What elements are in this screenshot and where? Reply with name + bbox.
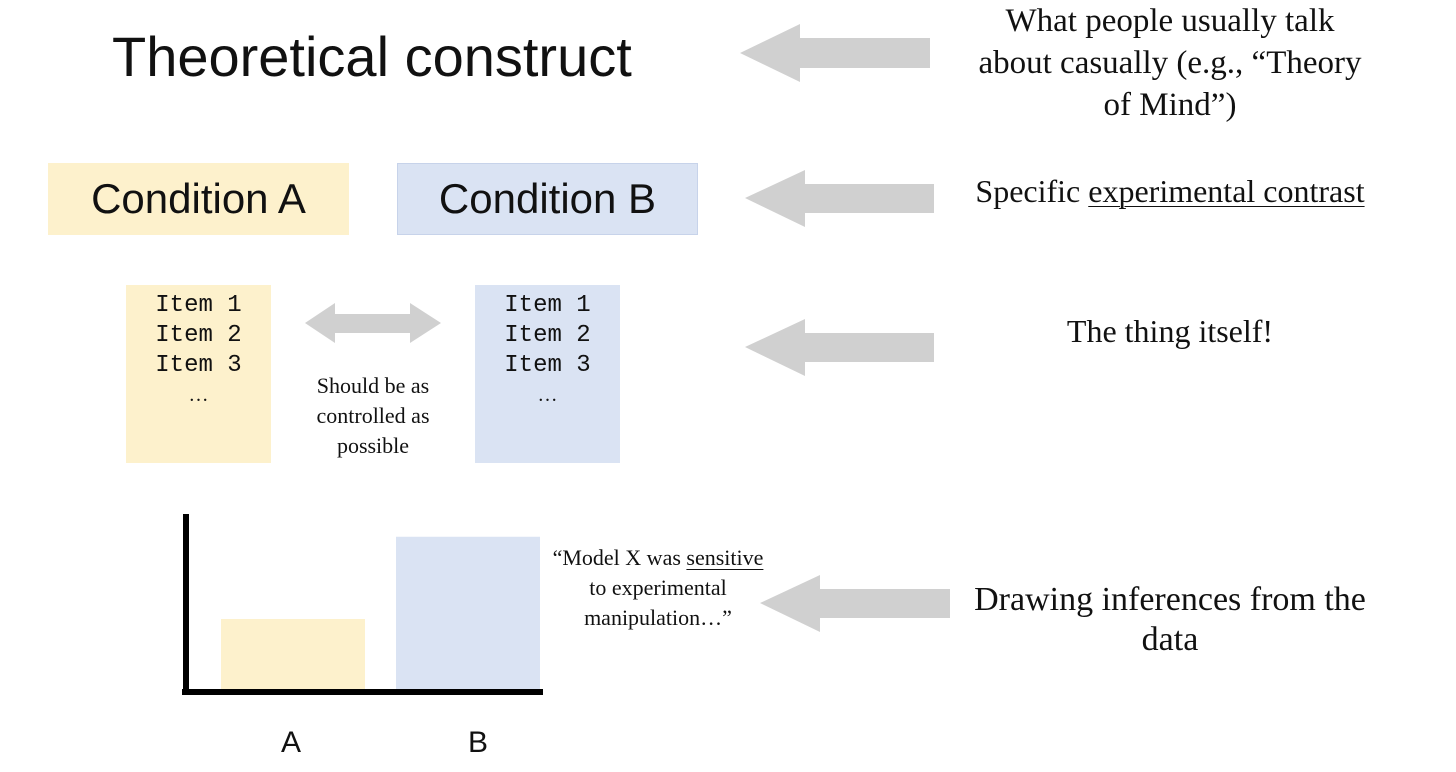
- item-line: Item 1: [504, 292, 591, 319]
- bar-b: [396, 536, 540, 689]
- page-title: Theoretical construct: [112, 25, 632, 88]
- inferences-description: Drawing inferences from the data: [974, 581, 1366, 658]
- double-arrow-icon: [305, 303, 441, 343]
- item-line: Item 1: [155, 292, 242, 319]
- bar-chart: [221, 536, 540, 689]
- items-ellipsis: …: [537, 384, 558, 406]
- contrast-description: Specific experimental contrast: [970, 170, 1370, 212]
- bar-a: [221, 619, 365, 689]
- item-line: Item 2: [155, 322, 242, 349]
- category-label-b: B: [468, 726, 489, 759]
- quote-rest: experimental manipulation…”: [584, 575, 732, 630]
- condition-b-box: Condition B: [397, 163, 698, 235]
- items-b-box: Item 1 Item 2 Item 3 …: [475, 285, 620, 463]
- left-arrow-icon: [760, 575, 950, 632]
- condition-a-box: Condition A: [48, 163, 349, 235]
- left-arrow-icon: [740, 24, 930, 82]
- item-line: Item 3: [504, 352, 591, 379]
- thing-itself-description: The thing itself!: [1066, 313, 1274, 349]
- items-a-box: Item 1 Item 2 Item 3 …: [126, 285, 271, 463]
- left-arrow-icon: [745, 319, 934, 376]
- quote-after-underlined: to: [589, 575, 607, 600]
- category-label-a: A: [281, 726, 302, 759]
- left-arrow-icon: [745, 170, 934, 227]
- model-quote: “Model X was sensitive to experimental m…: [548, 543, 768, 633]
- contrast-prefix: Specific: [975, 173, 1081, 209]
- item-line: Item 3: [155, 352, 242, 379]
- quote-underlined: sensitive: [686, 545, 764, 570]
- construct-description: What people usually talk about casually …: [978, 3, 1362, 123]
- contrast-underlined: experimental contrast: [1088, 173, 1365, 209]
- items-ellipsis: …: [188, 384, 209, 406]
- controlled-note: Should be as controlled as possible: [316, 373, 430, 458]
- item-line: Item 2: [504, 322, 591, 349]
- quote-open: “Model X was: [552, 545, 681, 570]
